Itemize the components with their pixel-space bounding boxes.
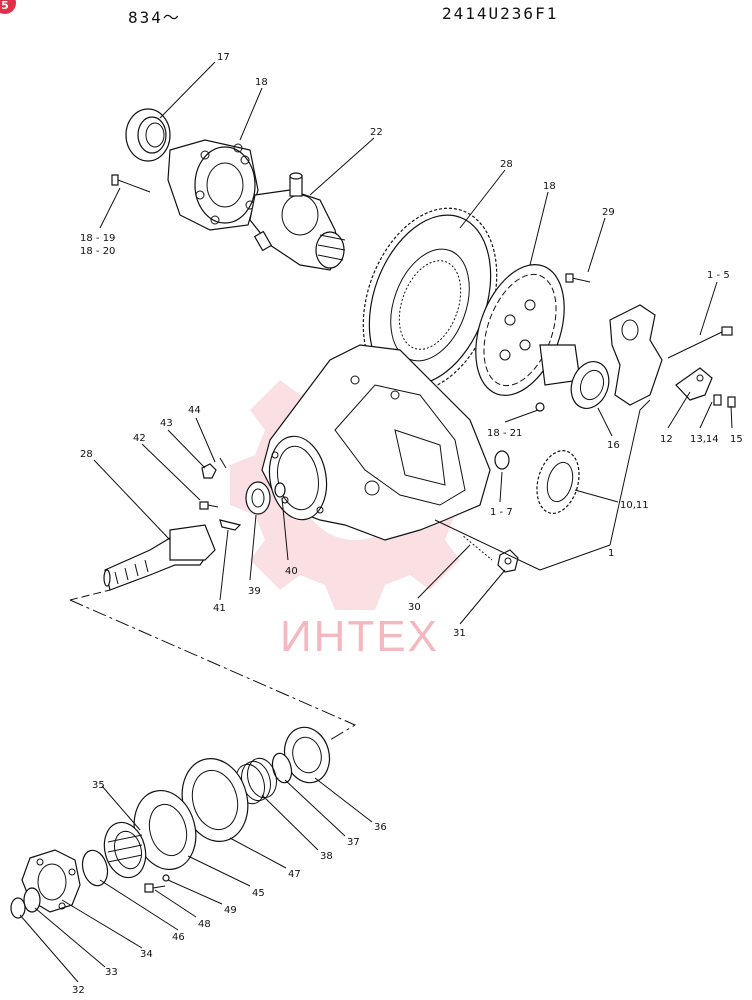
label-18-20: 18 - 20 <box>80 246 115 257</box>
stud-30 <box>461 534 493 561</box>
plate-41 <box>219 519 242 531</box>
bolt-13-14 <box>713 394 722 406</box>
diff-case-18 <box>167 139 259 231</box>
label-40: 40 <box>285 566 298 577</box>
label-10-11: 10,11 <box>620 500 649 511</box>
bearing-17 <box>125 108 171 162</box>
label-30: 30 <box>408 602 421 613</box>
label-36: 36 <box>374 822 387 833</box>
label-42: 42 <box>133 433 146 444</box>
label-18a: 18 <box>255 77 268 88</box>
label-35: 35 <box>92 780 105 791</box>
label-45: 45 <box>252 888 265 899</box>
label-38: 38 <box>320 851 333 862</box>
carrier-housing <box>261 344 491 541</box>
diff-case-18b <box>475 264 581 396</box>
bushing-1-7 <box>494 450 510 470</box>
bolt-29 <box>565 273 591 283</box>
label-43: 43 <box>160 418 173 429</box>
drive-pinion-28 <box>103 524 216 591</box>
label-18b: 18 <box>543 181 556 192</box>
seal-35 <box>103 821 147 879</box>
bolt-18-19 <box>111 174 151 193</box>
label-41: 41 <box>213 603 226 614</box>
bolt-42 <box>199 501 219 510</box>
label-34: 34 <box>140 949 153 960</box>
label-22: 22 <box>370 127 383 138</box>
label-15: 15 <box>730 434 743 445</box>
label-28a: 28 <box>500 159 513 170</box>
label-12: 12 <box>660 434 673 445</box>
label-29: 29 <box>602 207 615 218</box>
label-18-21: 18 - 21 <box>487 428 522 439</box>
serial-range: 834～ <box>128 8 181 27</box>
page-badge: 5 <box>0 0 16 14</box>
pin-44 <box>219 457 227 469</box>
shim-46 <box>81 849 109 887</box>
label-1: 1 <box>608 548 614 559</box>
label-46: 46 <box>172 932 185 943</box>
bolt-18-21 <box>535 402 545 412</box>
bolt-1-5 <box>667 326 733 359</box>
washer-33 <box>23 887 41 913</box>
nut-31 <box>497 549 519 573</box>
label-39: 39 <box>248 586 261 597</box>
bolt-15 <box>727 396 736 408</box>
label-31: 31 <box>453 628 466 639</box>
callout-labels: 17 18 22 18 - 19 18 - 20 28 18 29 1 - 5 … <box>72 52 743 996</box>
bolt-48 <box>144 883 166 893</box>
label-48: 48 <box>198 919 211 930</box>
spacer-40 <box>274 482 286 498</box>
watermark-text: ИНТЕХ <box>280 612 439 661</box>
label-17: 17 <box>217 52 230 63</box>
nut-32 <box>10 897 26 919</box>
adjuster-10-11 <box>536 450 580 514</box>
page-badge-text: 5 <box>1 0 9 12</box>
retainer-47 <box>181 757 249 843</box>
label-18-19: 18 - 19 <box>80 233 115 244</box>
drawing-code: 2414U236F1 <box>442 4 559 23</box>
label-49: 49 <box>224 905 237 916</box>
lock-plate-12 <box>675 367 713 401</box>
bearing-cap-1-5 <box>609 304 663 406</box>
spacer-37 <box>271 752 293 784</box>
label-32: 32 <box>72 985 85 996</box>
bearing-39 <box>245 481 271 515</box>
leader-lines <box>19 61 733 983</box>
pinion-22 <box>249 172 346 271</box>
label-44: 44 <box>188 405 201 416</box>
label-1-5: 1 - 5 <box>707 270 730 281</box>
label-28b: 28 <box>80 449 93 460</box>
label-16: 16 <box>607 440 620 451</box>
label-37: 37 <box>347 837 360 848</box>
label-13-14: 13,14 <box>690 434 719 445</box>
washer-49 <box>162 874 170 882</box>
label-33: 33 <box>105 967 118 978</box>
label-1-7: 1 - 7 <box>490 507 513 518</box>
label-47: 47 <box>288 869 301 880</box>
ring-gear-28 <box>362 207 498 393</box>
nut-43 <box>201 463 217 479</box>
bearing-16 <box>570 361 610 409</box>
